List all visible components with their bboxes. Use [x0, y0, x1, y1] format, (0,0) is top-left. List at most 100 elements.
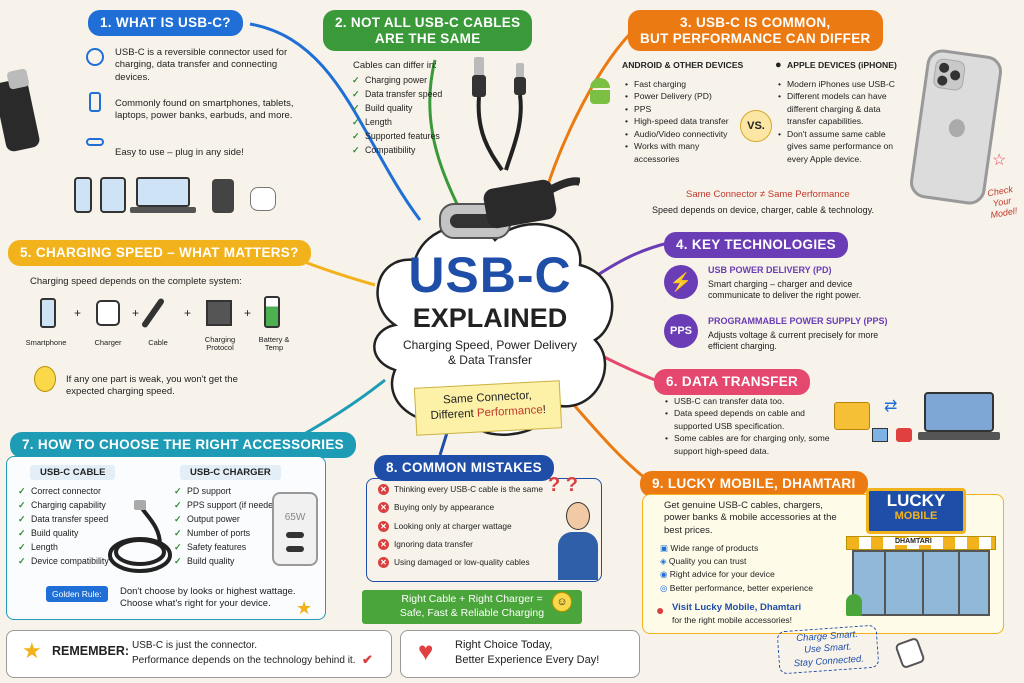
- charger-part-icon: [96, 300, 120, 326]
- center-sticky-note: Same Connector, Different Performance!: [413, 380, 563, 436]
- mistakes-card: [366, 478, 602, 582]
- list-item: PPS: [625, 103, 745, 116]
- pps-badge: PPS: [664, 314, 698, 348]
- golden-text-line2: Choose what's right for your device.: [120, 598, 271, 610]
- reversible-connector-icon: [86, 48, 104, 66]
- remember-line2: Performance depends on the technology be…: [132, 654, 356, 666]
- sign-line2: MOBILE: [894, 510, 938, 523]
- list-item: Output power: [174, 512, 281, 526]
- list-item: Works with many accessories: [625, 140, 745, 165]
- charger-title: USB-C CHARGER: [180, 465, 281, 480]
- section1-p3: Easy to use – plug in any side!: [115, 147, 244, 158]
- charger-illustration: 65W: [272, 492, 318, 566]
- banner-line1: Right Cable + Right Charger =: [401, 593, 543, 605]
- part-label-protocol: Charging Protocol: [204, 335, 236, 353]
- android-title: ANDROID & OTHER DEVICES: [622, 60, 744, 70]
- list-item: Looking only at charger wattage: [378, 517, 543, 535]
- store-body: [852, 550, 990, 616]
- section1-p2: Commonly found on smartphones, tablets, …: [115, 98, 294, 122]
- pps-text: Adjusts voltage & current precisely for …: [708, 330, 879, 352]
- list-item: Correct connector: [18, 484, 109, 498]
- section1-icons: [86, 48, 106, 146]
- section5-intro: Charging speed depends on the complete s…: [30, 276, 242, 287]
- laptop-base-icon: [918, 432, 1000, 440]
- list-item: Safety features: [174, 540, 281, 554]
- laptop-base-icon: [130, 207, 196, 213]
- section6-list: USB-C can transfer data too. Data speed …: [665, 395, 830, 457]
- section2-intro: Cables can differ in:: [353, 60, 437, 71]
- advice-icon: ◉: [660, 569, 670, 580]
- same-connector-note: Same Connector ≠ Same Performance: [686, 189, 850, 200]
- star-doodle-icon: ☆: [992, 152, 1007, 169]
- right-cable-banner: Right Cable + Right Charger = Safe, Fast…: [362, 590, 582, 624]
- list-item: Some cables are for charging only, some …: [665, 432, 830, 457]
- list-item: Build quality: [18, 526, 109, 540]
- battery-part-icon: [264, 296, 280, 328]
- list-item: Modern iPhones use USB-C: [778, 78, 906, 91]
- list-item: ▣ Wide range of products: [660, 543, 759, 553]
- list-item: USB-C can transfer data too.: [665, 395, 830, 408]
- tablet-device-icon: [100, 177, 126, 213]
- list-item: Data transfer speed: [352, 87, 442, 101]
- thumbs-up-icon: ◎: [660, 582, 670, 593]
- list-item: Length: [352, 115, 442, 129]
- cable-checklist: Correct connector Charging capability Da…: [18, 484, 109, 568]
- list-item: Compatibility: [352, 143, 442, 157]
- laptop-device-icon: [136, 177, 190, 207]
- list-item: High-speed data transfer: [625, 115, 745, 128]
- pd-title: USB POWER DELIVERY (PD): [708, 265, 832, 275]
- list-item: Device compatibility: [18, 554, 109, 568]
- list-item: Ignoring data transfer: [378, 535, 543, 553]
- remember-card: [6, 630, 392, 678]
- list-item: Supported features: [352, 129, 442, 143]
- part-label-battery: Battery & Temp: [258, 335, 290, 353]
- power-bank-icon: [212, 179, 234, 213]
- center-subtitle: Charging Speed, Power Delivery & Data Tr…: [380, 338, 600, 368]
- sign-line1: LUCKY: [886, 491, 946, 510]
- section2-header-line2: ARE THE SAME: [374, 30, 481, 46]
- smartphone-part-icon: [40, 298, 56, 328]
- laptop-icon: [924, 392, 994, 432]
- list-item: ◎ Better performance, better experience: [660, 582, 813, 593]
- store-features: ▣ Wide range of products ◈ Quality you c…: [660, 542, 813, 595]
- banner-line2: Safe, Fast & Reliable Charging: [399, 606, 545, 619]
- visit-title: Visit Lucky Mobile, Dhamtari: [672, 602, 802, 613]
- list-item: Buying only by appearance: [378, 498, 543, 516]
- part-label-cable: Cable: [148, 338, 168, 347]
- lightning-icon: ⚡: [664, 265, 698, 299]
- list-item: Using damaged or low-quality cables: [378, 553, 543, 571]
- section1-p1: USB-C is a reversible connector used for…: [115, 47, 288, 83]
- cables-illustration: [472, 57, 526, 172]
- part-label-smartphone: Smartphone: [25, 338, 67, 347]
- storefront-illustration: LUCKY MOBILE DHAMTARI: [846, 486, 996, 622]
- section4-header: 4. KEY TECHNOLOGIES: [664, 232, 848, 258]
- section2-list: Charging power Data transfer speed Build…: [352, 73, 442, 157]
- list-item: ◈ Quality you can trust: [660, 556, 747, 567]
- list-item: PPS support (if needed): [174, 498, 281, 512]
- list-item: Length: [18, 540, 109, 554]
- charging-system-row: Smartphone + Charger + Cable + Charging …: [18, 294, 298, 354]
- section3-header: 3. USB-C IS COMMON, BUT PERFORMANCE CAN …: [628, 10, 883, 52]
- section2-header: 2. NOT ALL USB-C CABLES ARE THE SAME: [323, 10, 533, 52]
- camera-module-icon: [932, 57, 967, 92]
- list-item: Power Delivery (PD): [625, 90, 745, 103]
- checkmark-icon: ✔: [362, 652, 373, 667]
- remember-text: USB-C is just the connector. Performance…: [132, 639, 356, 668]
- section6-header: 6. DATA TRANSFER: [654, 369, 811, 395]
- coiled-cable-illustration: [108, 500, 172, 573]
- vs-badge: VS.: [740, 110, 772, 142]
- section3-header-line2: BUT PERFORMANCE CAN DIFFER: [640, 30, 871, 46]
- apple-icon: ●: [775, 59, 782, 71]
- shield-icon: ◈: [660, 556, 669, 567]
- location-pin-icon: ●: [656, 602, 665, 618]
- section9-header: 9. LUCKY MOBILE, DHAMTARI: [640, 471, 868, 497]
- right-choice-card: [400, 630, 640, 678]
- golden-text-line1: Don't choose by looks or highest wattage…: [120, 586, 296, 597]
- list-item: PD support: [174, 484, 281, 498]
- right-choice-line1: Right Choice Today,: [455, 639, 553, 651]
- android-icon: [590, 78, 610, 104]
- plant-icon: [846, 594, 862, 616]
- right-choice-text: Right Choice Today, Better Experience Ev…: [455, 638, 599, 669]
- list-item: Don't assume same cable gives same perfo…: [778, 128, 906, 165]
- store-intro: Get genuine USB-C cables, chargers, powe…: [664, 500, 837, 536]
